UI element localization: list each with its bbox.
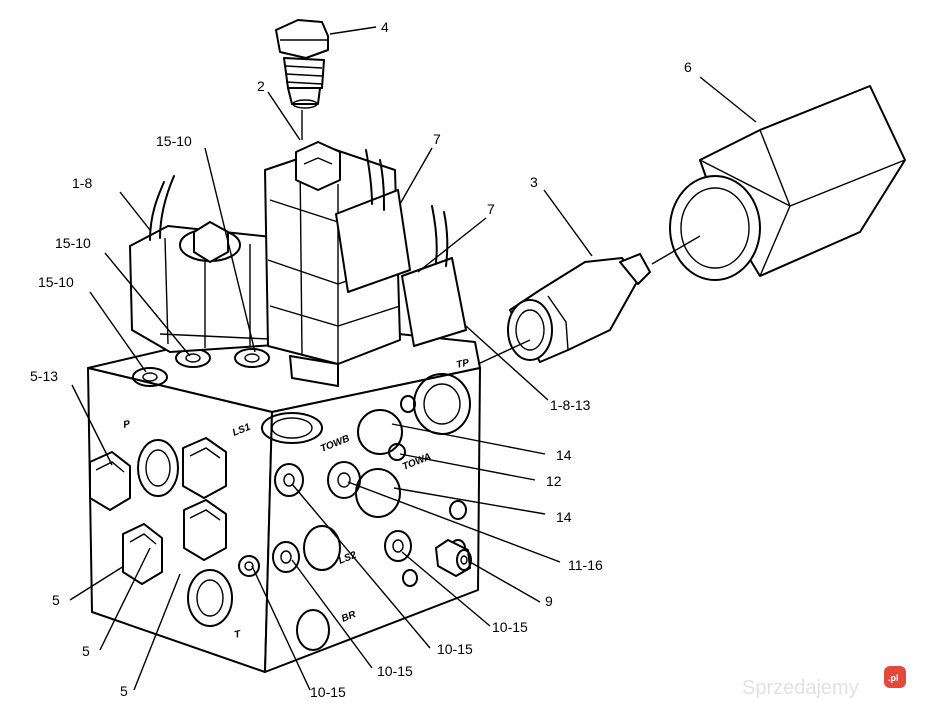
- solenoid-valve-middle: [264, 141, 467, 387]
- callout-5-a: 5: [52, 592, 60, 608]
- hex-coupler-6: [669, 85, 906, 281]
- callout-5-13: 5-13: [30, 368, 58, 384]
- manifold-block: [87, 321, 481, 673]
- callout-14-lower: 14: [556, 509, 572, 525]
- solenoid-valve-left: [129, 175, 301, 353]
- callout-4: 4: [381, 19, 389, 35]
- callout-1-8: 1-8: [72, 175, 92, 191]
- callout-10-15-c: 10-15: [437, 641, 473, 657]
- assembly-axis-lines: [301, 110, 701, 365]
- callout-2: 2: [257, 78, 265, 94]
- callout-3: 3: [530, 174, 538, 190]
- callout-7-lower: 7: [487, 201, 495, 217]
- callout-12: 12: [546, 473, 562, 489]
- top-face-ports: [132, 348, 323, 444]
- callout-6: 6: [684, 59, 692, 75]
- left-face-plugs: [89, 437, 260, 627]
- watermark: Sprzedajemy .pl: [742, 666, 906, 699]
- callout-7-upper: 7: [433, 131, 441, 147]
- callout-15-10-lower: 15-10: [38, 274, 74, 290]
- callout-15-10-middle: 15-10: [55, 235, 91, 251]
- callout-5-b: 5: [82, 643, 90, 659]
- watermark-badge-text: .pl: [888, 673, 899, 683]
- callout-5-c: 5: [120, 683, 128, 699]
- watermark-badge: [884, 666, 906, 688]
- cartridge-4: [275, 19, 329, 109]
- watermark-text: Sprzedajemy: [742, 677, 859, 699]
- right-face-ports: [272, 373, 471, 651]
- port-label-br: BR: [340, 609, 358, 625]
- port-label-t: T: [233, 629, 242, 641]
- grease-fitting-9: [435, 539, 472, 577]
- pressure-switch-3: [507, 253, 651, 363]
- callout-10-15-a: 10-15: [310, 684, 346, 700]
- part-callouts: 4 2 6 3 7 7 15-10 1-8 15-10 15-10 5-13 1…: [30, 19, 692, 700]
- callout-9: 9: [545, 593, 553, 609]
- callout-10-15-b: 10-15: [377, 663, 413, 679]
- callout-1-8-13: 1-8-13: [550, 397, 591, 413]
- port-label-p: P: [122, 419, 131, 431]
- callout-11-16: 11-16: [568, 557, 603, 573]
- callout-15-10-upper: 15-10: [156, 133, 192, 149]
- callout-10-15-d: 10-15: [492, 619, 528, 635]
- callout-14-upper: 14: [556, 447, 572, 463]
- port-label-tp: TP: [455, 357, 470, 370]
- leader-lines: [69, 26, 757, 691]
